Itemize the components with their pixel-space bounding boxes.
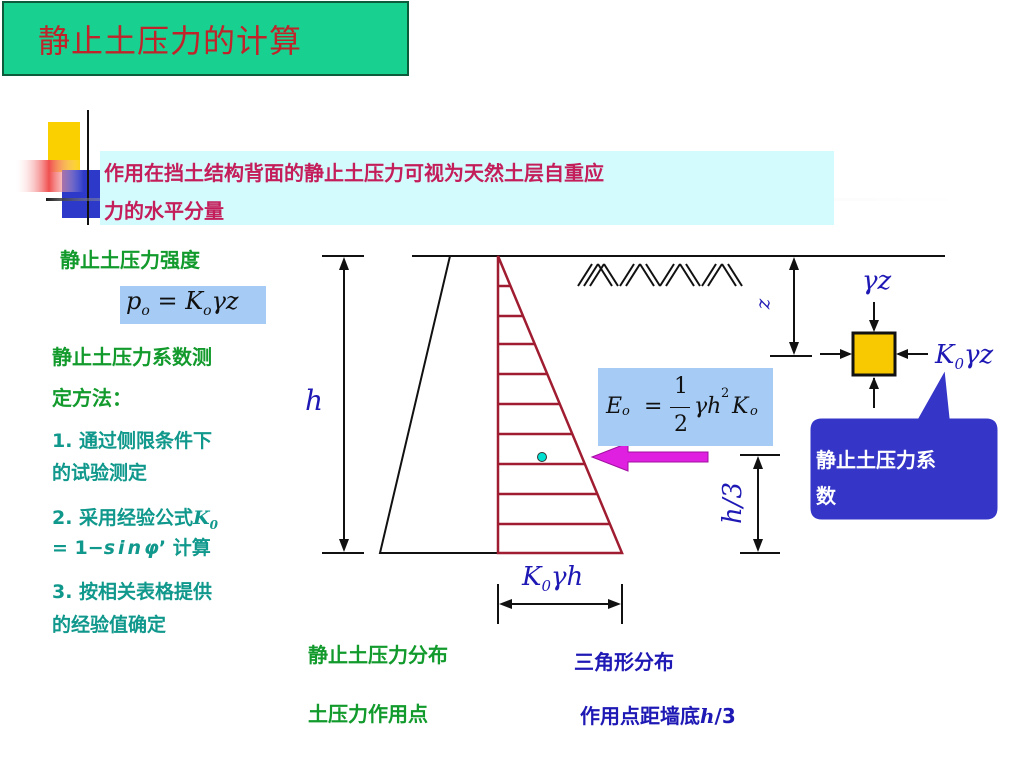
action-point-marker [537,452,547,462]
soil-hatching [577,263,743,287]
h-label: h [305,384,324,417]
distribution-value: 三角形分布 [574,650,674,674]
z-label: z [750,298,775,310]
po-formula: po = Koγz [126,287,239,319]
method1-line2: 的试验测定 [52,462,148,484]
h3-dimension [740,454,780,554]
method3-line2: 的经验值确定 [52,614,167,636]
intro-line-1: 作用在挡土结构背面的静止土压力可视为天然土层自重应 [104,161,604,185]
soil-element [820,302,928,408]
method3-line1: 3. 按相关表格提供 [52,581,213,603]
action-point-value: 作用点距墙底h/3 [580,704,736,728]
title-box [2,1,409,76]
method2-line2: = 1−sinφ’ 计算 [52,537,211,559]
h-dimension [322,255,364,554]
intro-line-2: 力的水平分量 [104,199,224,223]
h3-label: h/3 [718,481,749,525]
intensity-heading: 静止土压力强度 [60,248,200,272]
method2-line1: 2. 采用经验公式K0 [52,507,218,532]
k0gz-label: K0γz [935,340,994,374]
po-formula-box [120,286,266,324]
coeff-heading-1: 静止土压力系数测 [52,345,212,369]
callout-line-1: 静止土压力系 [816,448,936,472]
method1-line1: 1. 通过侧限条件下 [52,430,213,452]
retaining-wall [378,255,499,554]
eo-formula: E o = 1 2 γh 2 K o [606,374,758,437]
action-point-label: 土压力作用点 [308,702,428,726]
distribution-label: 静止土压力分布 [308,643,448,667]
page-title: 静止土压力的计算 [38,22,303,60]
intro-box [100,151,834,225]
pressure-distribution [496,255,624,555]
callout-line-2: 数 [816,484,836,508]
base-dimension [497,584,623,624]
callout-bubble [809,368,999,521]
corner-decoration [14,110,140,225]
gz-label: γz [862,266,892,296]
resultant-force-arrow [590,442,709,472]
z-dimension [770,257,812,357]
base-pressure-label: K0γh [522,562,584,596]
coeff-heading-2: 定方法： [52,386,132,410]
